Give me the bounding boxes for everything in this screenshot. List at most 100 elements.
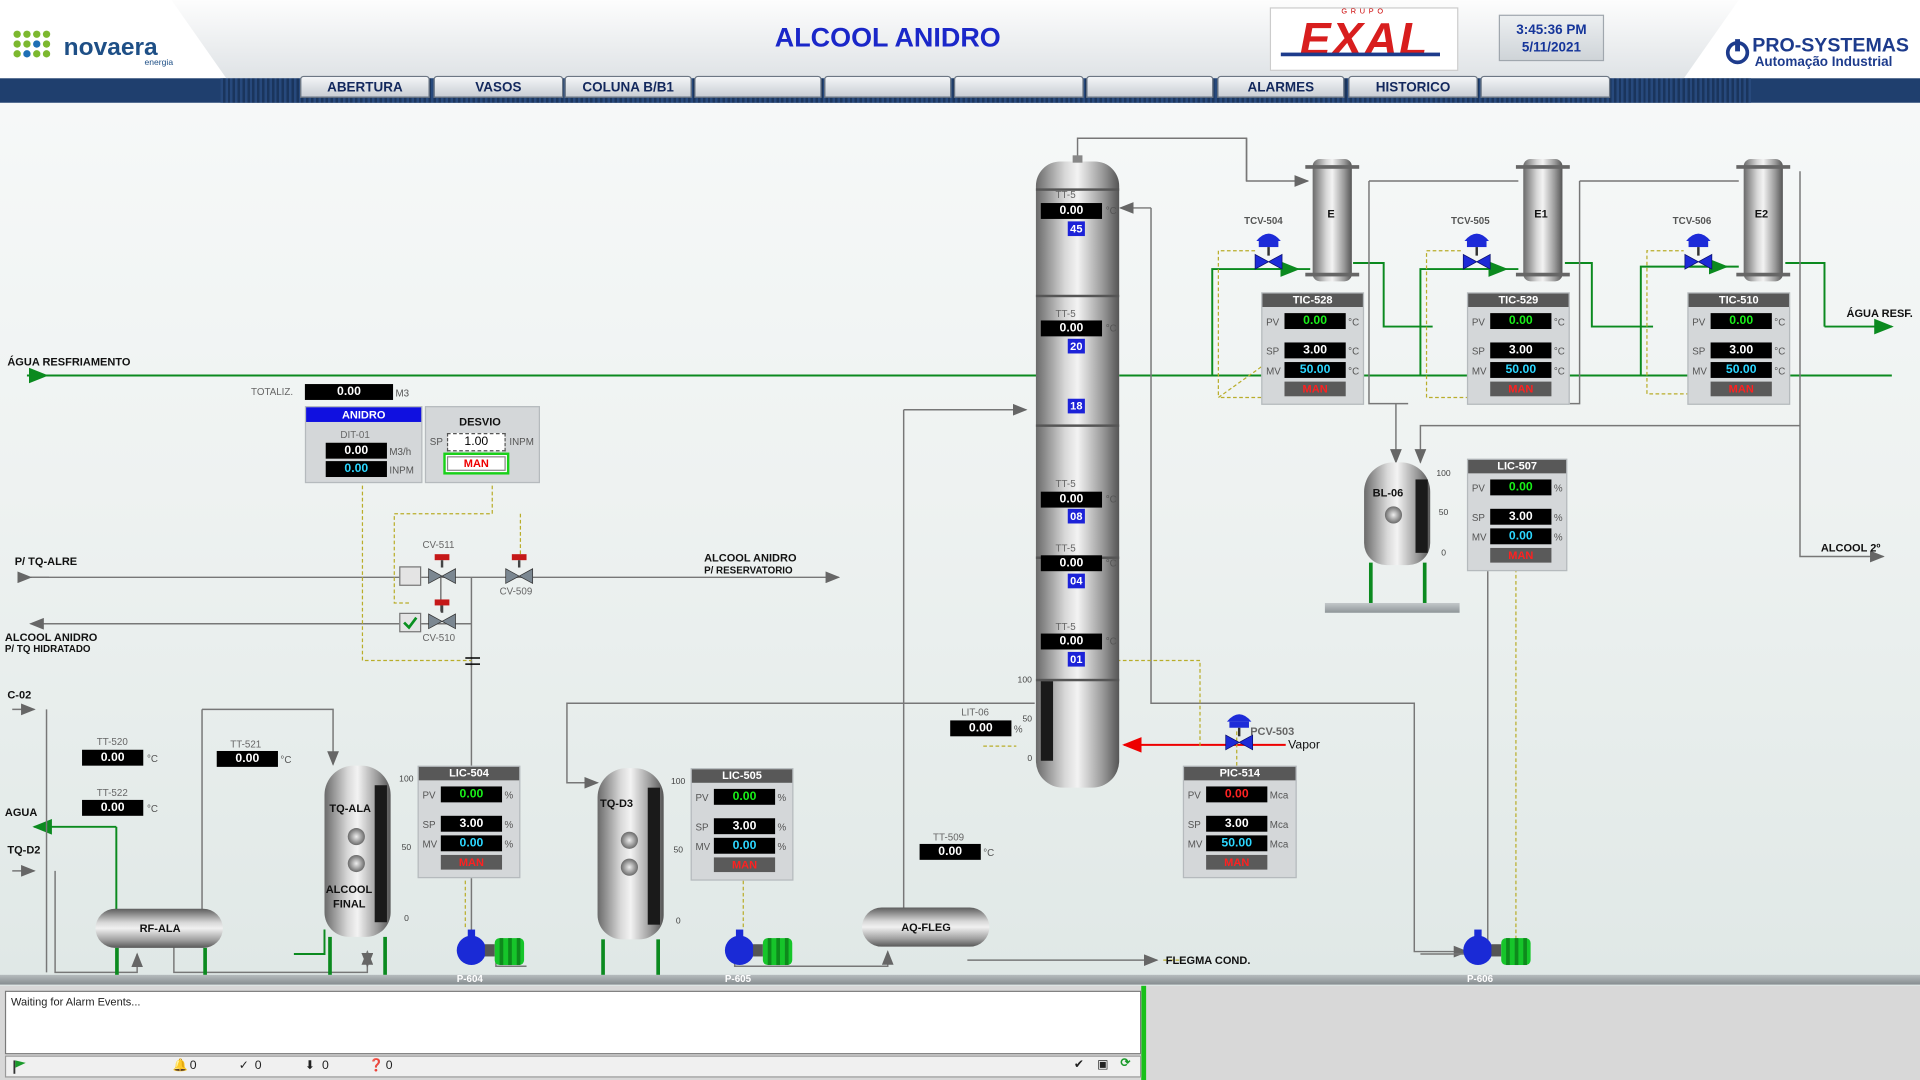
- pic514-mv-value[interactable]: 50.00: [1206, 835, 1268, 852]
- pump-p604-label: P-604: [456, 973, 483, 985]
- pump-p606-icon[interactable]: [1460, 927, 1533, 971]
- desvio-mode-button[interactable]: MAN: [446, 456, 506, 471]
- tic529-mode-button[interactable]: MAN: [1490, 381, 1552, 397]
- totaliz-label: TOTALIZ.: [251, 386, 294, 398]
- lic504-mode-button[interactable]: MAN: [440, 854, 503, 870]
- pcv503-label: PCV-503: [1250, 725, 1295, 738]
- lic505-tag: LIC-505: [691, 769, 793, 783]
- column-tt-unit-2: °C: [1105, 322, 1117, 334]
- tab-vasos[interactable]: VASOS: [433, 75, 564, 98]
- desvio-mode-frame[interactable]: MAN: [443, 452, 510, 475]
- lic505-sp-value[interactable]: 3.00: [713, 818, 776, 835]
- tcv504-valve-icon[interactable]: [1254, 229, 1283, 271]
- lic507-mode-button[interactable]: MAN: [1490, 547, 1552, 563]
- pin-icon[interactable]: ▣: [1097, 1057, 1109, 1072]
- tab-abertura[interactable]: ABERTURA: [300, 75, 430, 98]
- lic505-sp-unit: %: [777, 821, 787, 833]
- tq-d3-scale-50: 50: [673, 846, 684, 855]
- tab-empty-4[interactable]: [1086, 75, 1214, 98]
- tic529-pv-unit: °C: [1553, 316, 1565, 328]
- pcv503-valve-icon[interactable]: [1224, 709, 1254, 751]
- tab-empty-5[interactable]: [1480, 75, 1611, 98]
- lic505-pv-unit: %: [777, 792, 787, 804]
- floor-pipe: [0, 974, 1920, 985]
- tic510-pv-label: PV: [1692, 316, 1706, 328]
- desvio-panel: DESVIO SP 1.00 INPM MAN: [424, 406, 541, 484]
- tic510-mv-unit: °C: [1774, 365, 1786, 377]
- column-tray-20: 20: [1067, 338, 1085, 354]
- tcv506-valve-icon[interactable]: [1684, 229, 1713, 271]
- tic510-mv-label: MV: [1692, 365, 1707, 377]
- tab-empty-1[interactable]: [694, 75, 822, 98]
- lic507-sp-value[interactable]: 3.00: [1490, 508, 1552, 525]
- column-tray-04: 04: [1067, 573, 1085, 589]
- tic510-sp-value[interactable]: 3.00: [1710, 342, 1772, 359]
- down-icon[interactable]: ⬇: [304, 1059, 316, 1073]
- lit06-tag: LIT-06: [961, 706, 990, 718]
- alarm-count-bell: 0: [189, 1059, 197, 1073]
- lic505-mv-value[interactable]: 0.00: [713, 837, 776, 854]
- clock-time: 3:45:36 PM: [1516, 23, 1587, 38]
- lic507-mv-value[interactable]: 0.00: [1490, 528, 1552, 545]
- tcv505-label: TCV-505: [1451, 215, 1490, 227]
- lic505-mode-button[interactable]: MAN: [713, 857, 776, 873]
- bl06-scale-50: 50: [1438, 508, 1449, 518]
- column-tt-tag-5: TT-5: [1055, 621, 1076, 633]
- refresh-icon[interactable]: ⟳: [1120, 1056, 1131, 1071]
- pic514-sp-value[interactable]: 3.00: [1206, 815, 1268, 832]
- column-tt-unit-4: °C: [1105, 557, 1117, 569]
- tic528-mode-button[interactable]: MAN: [1284, 381, 1346, 397]
- exal-logo-top: GRUPO: [1341, 8, 1387, 16]
- anidro-flow-value: 0.00: [325, 442, 387, 459]
- tab-alarmes[interactable]: ALARMES: [1217, 75, 1345, 98]
- tcv505-valve-icon[interactable]: [1462, 229, 1491, 271]
- anidro-inpm-value: 0.00: [325, 461, 387, 478]
- cv511-valve-icon[interactable]: [427, 554, 456, 586]
- column-level-bar: [1040, 681, 1054, 761]
- clock-date: 5/11/2021: [1521, 40, 1582, 56]
- help-icon[interactable]: ❓: [368, 1059, 384, 1073]
- pic514-mv-unit: Mca: [1269, 839, 1289, 851]
- cv510-label: CV-510: [422, 632, 456, 644]
- alarm-list[interactable]: Waiting for Alarm Events...: [4, 990, 1142, 1055]
- cv510-checkbox[interactable]: [399, 612, 422, 633]
- tab-empty-3[interactable]: [953, 75, 1084, 98]
- alarm-count-ack: 0: [254, 1059, 262, 1073]
- tic529-mv-value[interactable]: 50.00: [1490, 362, 1552, 378]
- tic510-sp-unit: °C: [1774, 346, 1786, 358]
- tic528-mv-value[interactable]: 50.00: [1284, 362, 1346, 378]
- tic528-pv-label: PV: [1266, 316, 1280, 328]
- pump-p605-icon[interactable]: [721, 927, 794, 971]
- tic510-mode-button[interactable]: MAN: [1710, 381, 1772, 397]
- bl06-scale-100: 100: [1436, 469, 1451, 479]
- alarm-area-divider: [1141, 985, 1147, 1080]
- tt520-tag: TT-520: [96, 736, 128, 748]
- pump-p604-icon[interactable]: [453, 927, 526, 971]
- tic529-sp-value[interactable]: 3.00: [1490, 342, 1552, 359]
- tic510-mv-value[interactable]: 50.00: [1710, 362, 1772, 378]
- lic504-mv-value[interactable]: 0.00: [440, 835, 503, 852]
- tt522-tag: TT-522: [96, 787, 128, 799]
- column-tt-unit-3: °C: [1105, 494, 1117, 506]
- anidro-tag: DIT-01: [340, 429, 370, 441]
- flag-icon[interactable]: [12, 1059, 27, 1074]
- tic528-sp-value[interactable]: 3.00: [1284, 342, 1346, 359]
- lic504-sp-value[interactable]: 3.00: [440, 815, 503, 832]
- desvio-sp-input[interactable]: 1.00: [446, 432, 506, 452]
- pic514-mode-button[interactable]: MAN: [1206, 854, 1268, 870]
- lit06-value: 0.00: [950, 720, 1012, 737]
- cv511-checkbox[interactable]: [399, 566, 422, 586]
- cv509-valve-icon[interactable]: [504, 554, 534, 586]
- tab-historico[interactable]: HISTORICO: [1348, 75, 1478, 98]
- cv510-valve-icon[interactable]: [427, 599, 456, 631]
- lic504-sp-unit: %: [504, 819, 514, 831]
- line-label-p-tq-alre: P/ TQ-ALRE: [14, 555, 78, 568]
- bell-icon[interactable]: 🔔: [172, 1059, 188, 1073]
- tab-empty-2[interactable]: [824, 75, 952, 98]
- exal-brand: EXAL: [1299, 14, 1429, 67]
- check-all-icon[interactable]: ✔: [1073, 1057, 1085, 1072]
- line-label-p-reservatorio: P/ RESERVATORIO: [704, 565, 793, 577]
- ack-icon[interactable]: ✓: [238, 1059, 250, 1073]
- tt509-tag: TT-509: [933, 831, 965, 843]
- tab-coluna-b-b1[interactable]: COLUNA B/B1: [564, 75, 692, 98]
